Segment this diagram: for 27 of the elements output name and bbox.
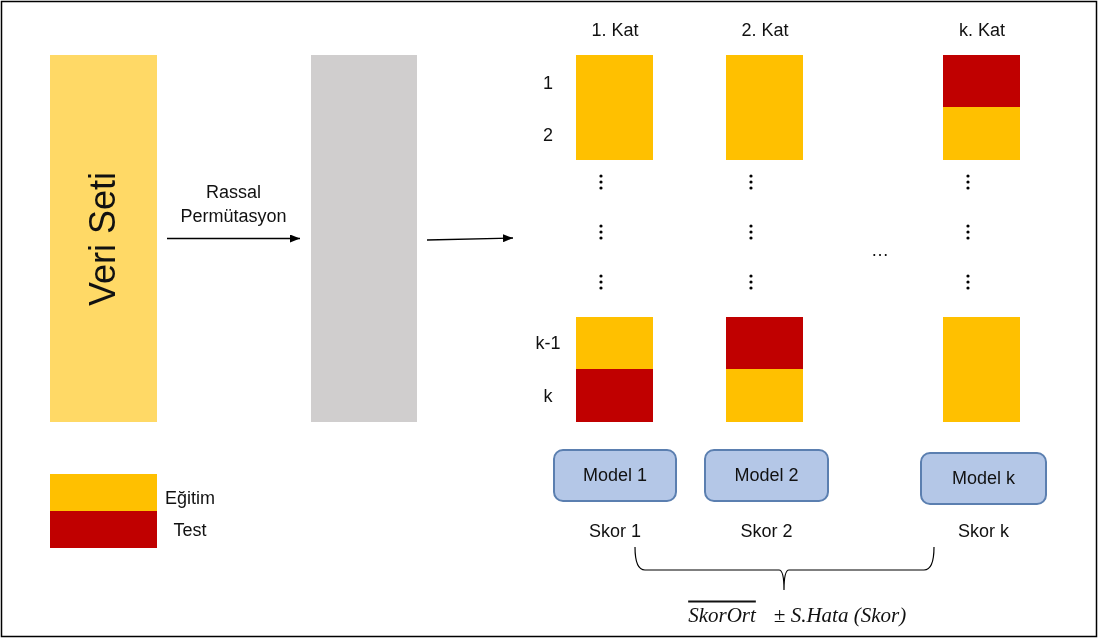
row-label: k-1: [535, 332, 561, 354]
row-label: 1: [543, 72, 553, 94]
formula-text: SkorOrt: [688, 602, 756, 628]
row-label: k: [543, 385, 553, 407]
model-box: [553, 449, 677, 502]
score-label: Skor k: [958, 520, 1009, 542]
score-label: Skor 2: [740, 520, 793, 542]
fold-header: 2. Kat: [741, 19, 789, 41]
edge-label: Rassal Permütasyon: [179, 180, 288, 228]
model-label: Model 1: [582, 465, 647, 486]
legend-label: Test: [173, 519, 207, 541]
formula-text: ± S.Hata (Skor): [773, 602, 907, 628]
model-label: Model 2: [734, 465, 799, 486]
bar: [311, 55, 417, 422]
row-label: 2: [543, 124, 553, 146]
model-box: [920, 452, 1047, 505]
fold-header: k. Kat: [959, 19, 1005, 41]
data-set-bar: [50, 55, 157, 422]
fold-header: 1. Kat: [591, 19, 639, 41]
bar-label: Veri Seti: [82, 171, 125, 306]
legend-label: Eğitim: [165, 487, 215, 509]
arrow: [166, 234, 301, 243]
ellipsis: …: [871, 239, 889, 261]
score-label: Skor 1: [589, 520, 641, 542]
model-label: Model k: [952, 468, 1015, 489]
model-box: [704, 449, 829, 502]
arrow: [426, 234, 514, 243]
